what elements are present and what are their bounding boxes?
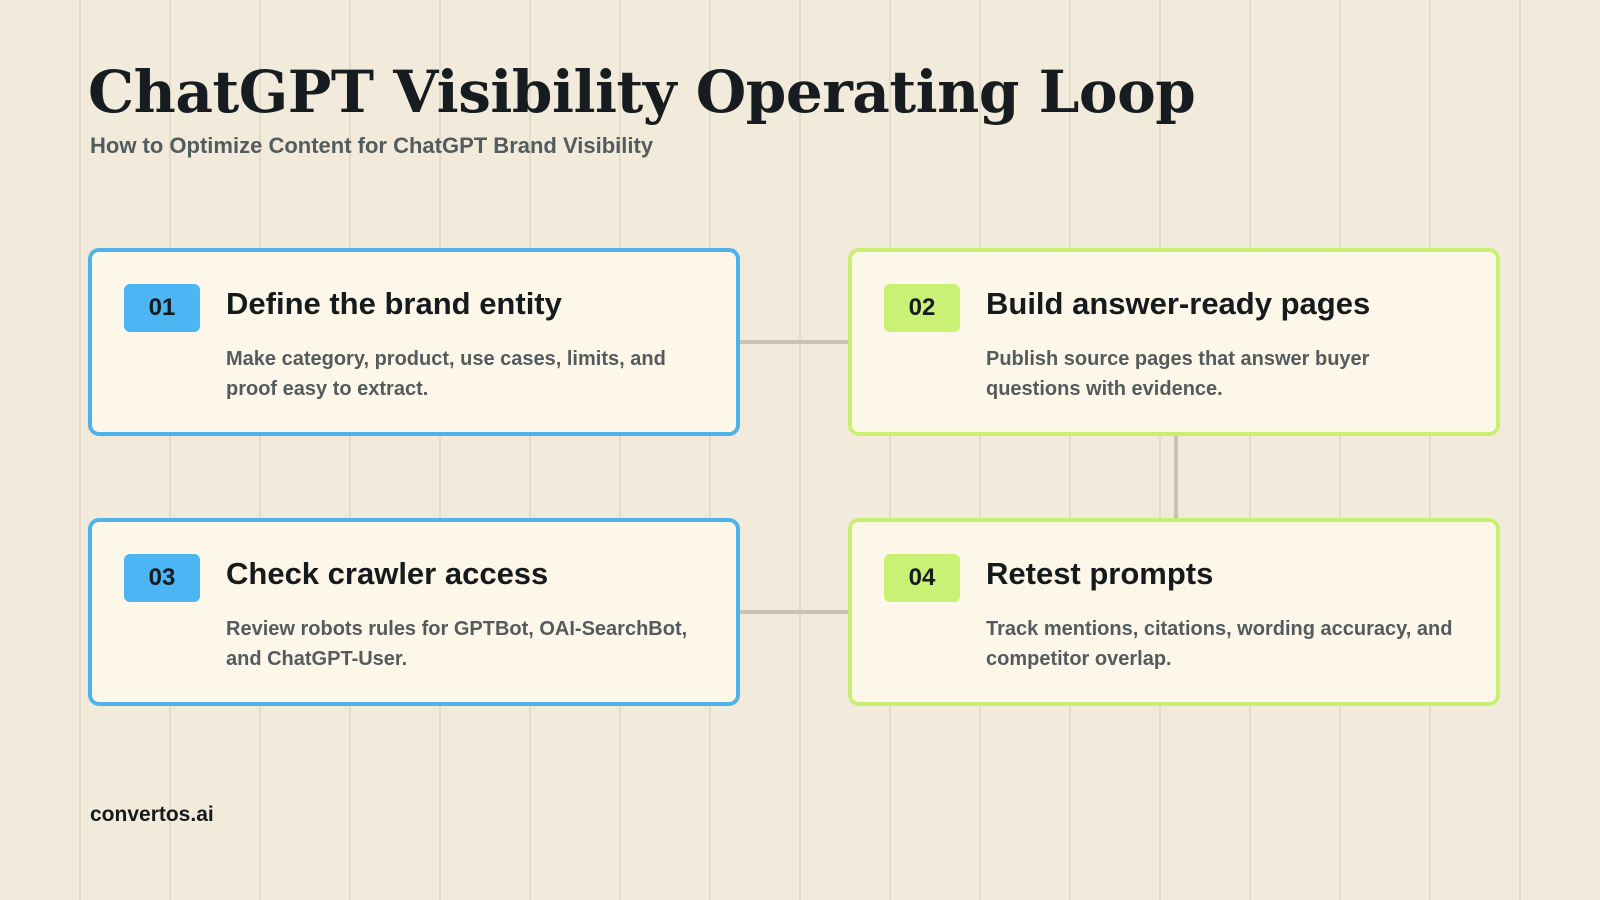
page-subtitle: How to Optimize Content for ChatGPT Bran… [90,133,654,158]
footer-brand: convertos.ai [90,803,214,826]
step-card-build-answer-ready-pages: 02 Build answer-ready pages Publish sour… [848,248,1500,436]
step-card-check-crawler-access: 03 Check crawler access Review robots ru… [88,518,740,706]
step-description: Track mentions, citations, wording accur… [986,618,1453,670]
step-title: Retest prompts [986,556,1214,591]
step-title: Define the brand entity [226,286,562,321]
step-description: Review robots rules for GPTBot, OAI-Sear… [226,618,688,670]
connector-step-2-to-4 [1174,436,1178,522]
step-number-badge: 02 [884,284,960,332]
step-description: Make category, product, use cases, limit… [226,348,666,400]
step-card-define-brand-entity: 01 Define the brand entity Make category… [88,248,740,436]
connector-step-1-to-2 [738,340,852,344]
step-card-retest-prompts: 04 Retest prompts Track mentions, citati… [848,518,1500,706]
step-number-badge: 04 [884,554,960,602]
step-title: Build answer-ready pages [986,286,1371,321]
step-number-badge: 01 [124,284,200,332]
step-description: Publish source pages that answer buyer q… [986,348,1370,400]
step-number-badge: 03 [124,554,200,602]
page-title: ChatGPT Visibility Operating Loop [88,58,1196,126]
connector-step-3-to-4 [738,610,852,614]
step-title: Check crawler access [226,556,549,591]
